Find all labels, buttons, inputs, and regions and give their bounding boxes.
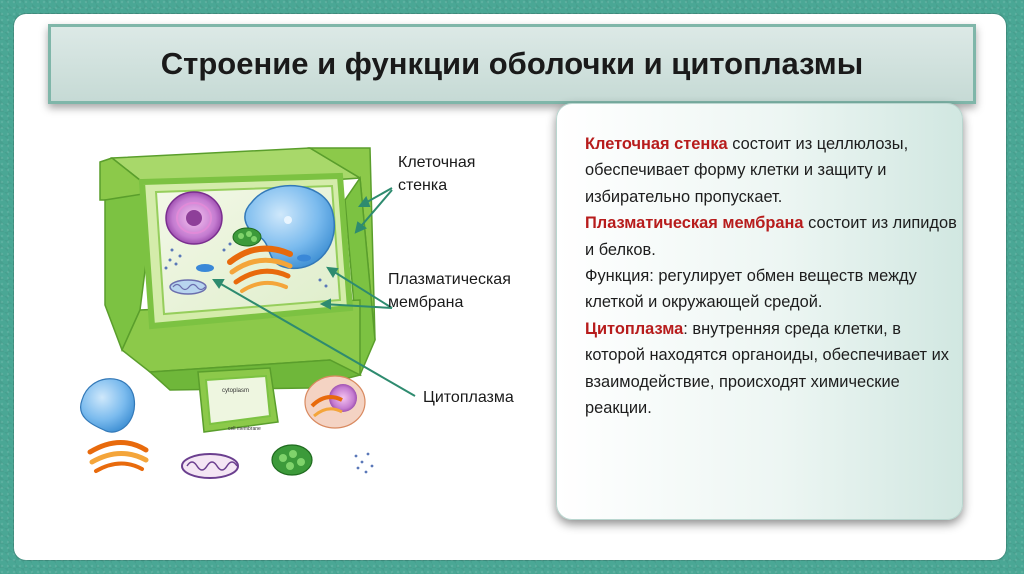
term-membrane: Плазматическая мембрана bbox=[585, 214, 804, 232]
info-paragraph-cytoplasm: Цитоплазма: внутренняя среда клетки, в к… bbox=[585, 316, 957, 422]
nucleus bbox=[166, 192, 222, 244]
mini-vacuole bbox=[81, 379, 135, 432]
mini-cell-label-cytoplasm: cytoplasm bbox=[222, 388, 249, 394]
info-paragraph-membrane: Плазматическая мембрана состоит из липид… bbox=[585, 210, 957, 263]
term-cell-wall: Клеточная стенка bbox=[585, 135, 728, 153]
vesicle bbox=[196, 264, 214, 272]
term-cytoplasm: Цитоплазма bbox=[585, 320, 683, 338]
mini-ribosomes bbox=[355, 453, 374, 474]
title-bar: Строение и функции оболочки и цитоплазмы bbox=[48, 24, 976, 104]
mini-cell-label-membrane: cell membrane bbox=[228, 426, 261, 432]
chloroplast bbox=[233, 228, 261, 246]
vesicle bbox=[297, 255, 311, 262]
mini-golgi bbox=[90, 442, 146, 471]
info-text-function: Функция: регулирует обмен веществ между … bbox=[585, 267, 917, 311]
info-paragraph-function: Функция: регулирует обмен веществ между … bbox=[585, 263, 957, 316]
mini-cell: cytoplasm cell membrane bbox=[198, 368, 278, 432]
label-cell-wall: Клеточная стенка bbox=[398, 151, 475, 197]
label-cell-wall-line1: Клеточная bbox=[398, 151, 475, 174]
info-text: Клеточная стенка состоит из целлюлозы, о… bbox=[585, 131, 957, 421]
info-paragraph-cell-wall: Клеточная стенка состоит из целлюлозы, о… bbox=[585, 131, 957, 210]
info-box: Клеточная стенка состоит из целлюлозы, о… bbox=[556, 103, 963, 520]
slide-title: Строение и функции оболочки и цитоплазмы bbox=[161, 46, 863, 82]
mini-nucleus-golgi bbox=[305, 376, 365, 428]
mini-mitochondrion bbox=[182, 454, 238, 478]
mini-chloroplast bbox=[272, 445, 312, 475]
label-cytoplasm: Цитоплазма bbox=[423, 386, 514, 409]
label-membrane: Плазматическая мембрана bbox=[388, 268, 511, 314]
label-membrane-line2: мембрана bbox=[388, 291, 511, 314]
label-membrane-line1: Плазматическая bbox=[388, 268, 511, 291]
label-cell-wall-line2: стенка bbox=[398, 174, 475, 197]
mitochondrion bbox=[170, 280, 206, 294]
